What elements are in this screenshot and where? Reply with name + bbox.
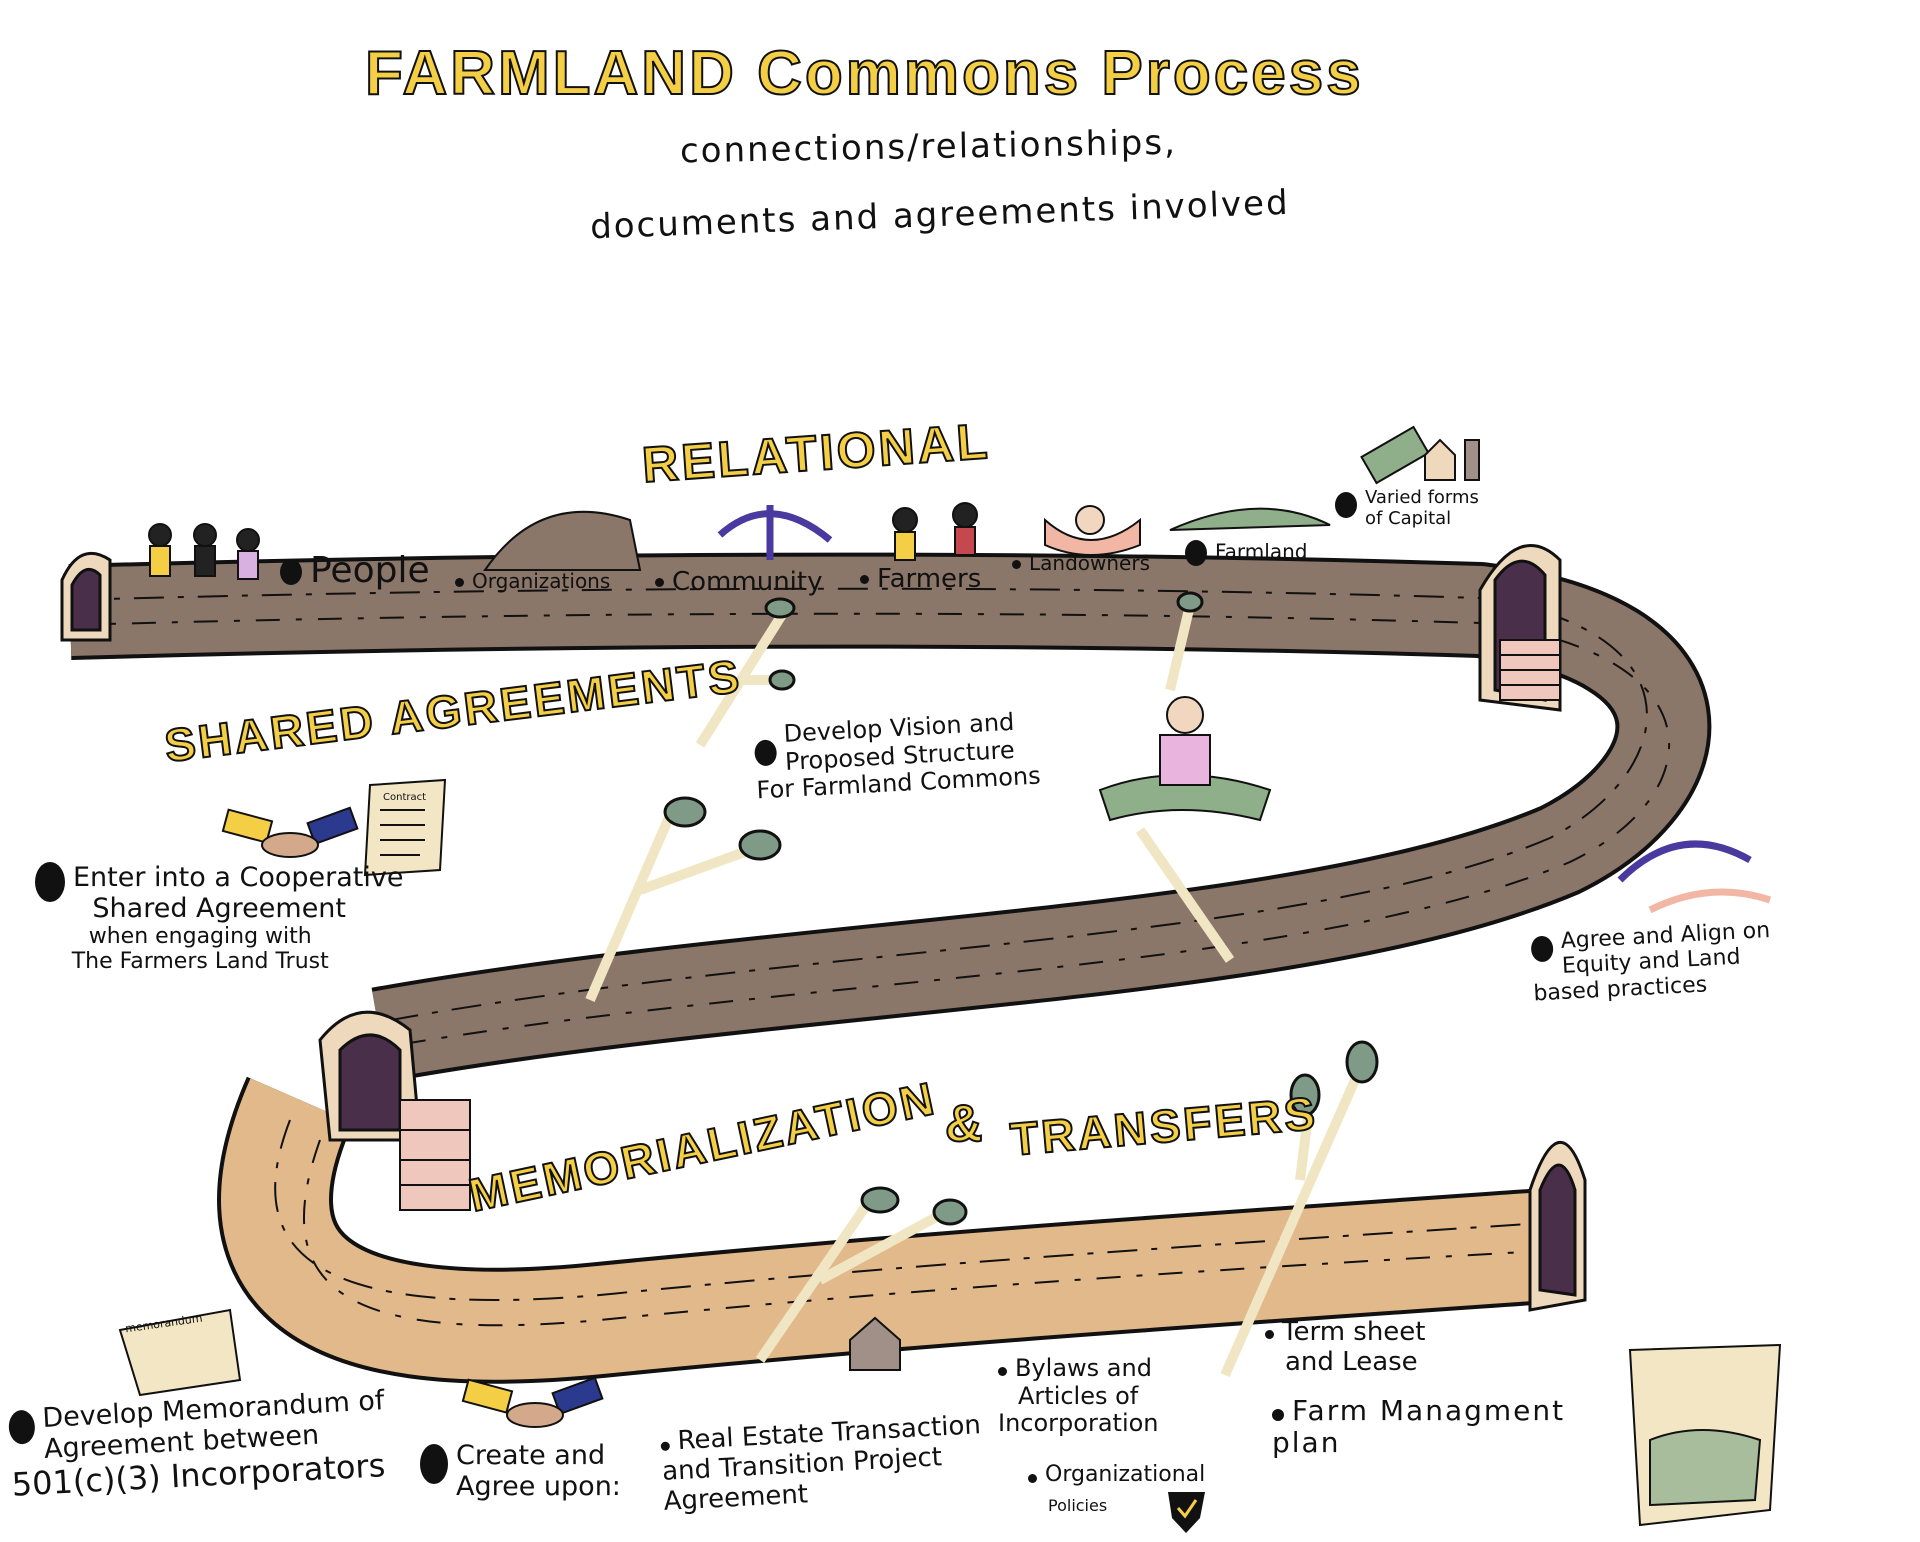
page-title: FARMLAND Commons Process <box>364 38 1364 109</box>
label-text: Organizations <box>472 569 611 593</box>
label-text: plan <box>1272 1426 1341 1460</box>
organizations-icon <box>483 510 642 571</box>
capital-icon <box>1360 425 1480 485</box>
label-landowners: Landowners <box>1012 552 1150 575</box>
stairs-icon <box>399 639 1561 1211</box>
ampersand: & <box>944 1094 986 1154</box>
label-text: Organizational <box>1045 1462 1206 1487</box>
label-text: when engaging with <box>88 924 312 950</box>
label-text: Create and <box>456 1440 606 1471</box>
label-text: Term sheet <box>1282 1317 1426 1347</box>
label-farmers: Farmers <box>860 564 982 595</box>
handshake-icon <box>221 806 604 1428</box>
label-text: The Farmers Land Trust <box>71 949 329 975</box>
community-icon <box>717 505 833 560</box>
label-people: People <box>280 550 430 591</box>
label-text: and Lease <box>1285 1346 1418 1377</box>
people-icon <box>148 523 260 580</box>
farmers-icon <box>892 502 978 561</box>
house-icon <box>849 1316 901 1371</box>
label-community: Community <box>655 567 823 598</box>
label-text: Policies <box>1048 1496 1108 1516</box>
scroll-icon <box>118 778 1782 1527</box>
label-text: Bylaws and <box>1015 1354 1152 1382</box>
label-text: Community <box>672 567 823 597</box>
label-text: Articles of <box>1018 1381 1139 1410</box>
label-text: Incorporation <box>998 1409 1159 1438</box>
shield-check-icon <box>1168 1492 1205 1533</box>
label-text: Farmland <box>1215 539 1308 564</box>
label-text: People <box>310 550 430 591</box>
label-text: Landowners <box>1029 551 1150 575</box>
tree-icon <box>585 591 1379 1378</box>
equity-icon <box>1617 840 1772 914</box>
contract-label: Contract <box>383 792 427 803</box>
label-text: of Capital <box>1365 507 1452 529</box>
label-text: Farmers <box>877 564 982 594</box>
landowner-icon <box>1044 505 1141 556</box>
label-text: Agree upon: <box>456 1471 621 1503</box>
label-organizations: Organizations <box>455 570 610 593</box>
label-text: Enter into a Cooperative <box>73 862 404 893</box>
farmland-icon <box>1169 507 1331 531</box>
farmer-map-icon <box>1098 696 1272 822</box>
label-text: Shared Agreement <box>92 893 347 925</box>
label-text: Farm Managment <box>1292 1394 1566 1427</box>
label-text: Varied forms <box>1365 487 1479 508</box>
label-farmland: Farmland <box>1185 540 1307 566</box>
